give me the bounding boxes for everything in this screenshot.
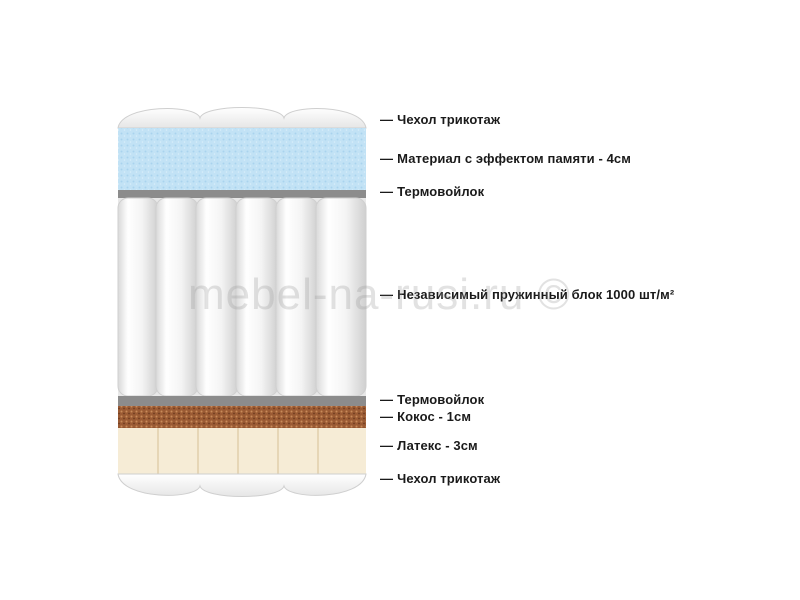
bottom-cover (117, 473, 367, 497)
label-latex: —Латекс - 3см (380, 438, 478, 453)
label-spring-block: —Независимый пружинный блок 1000 шт/м² (380, 287, 675, 302)
felt-layer-bottom (118, 396, 366, 406)
top-cover (117, 107, 367, 129)
memory-foam-layer (118, 128, 366, 190)
label-felt-bottom: —Термовойлок (380, 392, 485, 407)
label-top-cover: —Чехол трикотаж (380, 112, 501, 127)
label-felt-top: —Термовойлок (380, 184, 485, 199)
label-memory-foam: —Материал с эффектом памяти - 4см (380, 151, 631, 166)
felt-layer-top (118, 190, 366, 198)
coconut-layer (118, 406, 366, 428)
label-bottom-cover: —Чехол трикотаж (380, 471, 501, 486)
label-coconut: —Кокос - 1см (380, 409, 472, 424)
latex-layer (118, 428, 366, 474)
spring-block-layer (117, 197, 367, 397)
